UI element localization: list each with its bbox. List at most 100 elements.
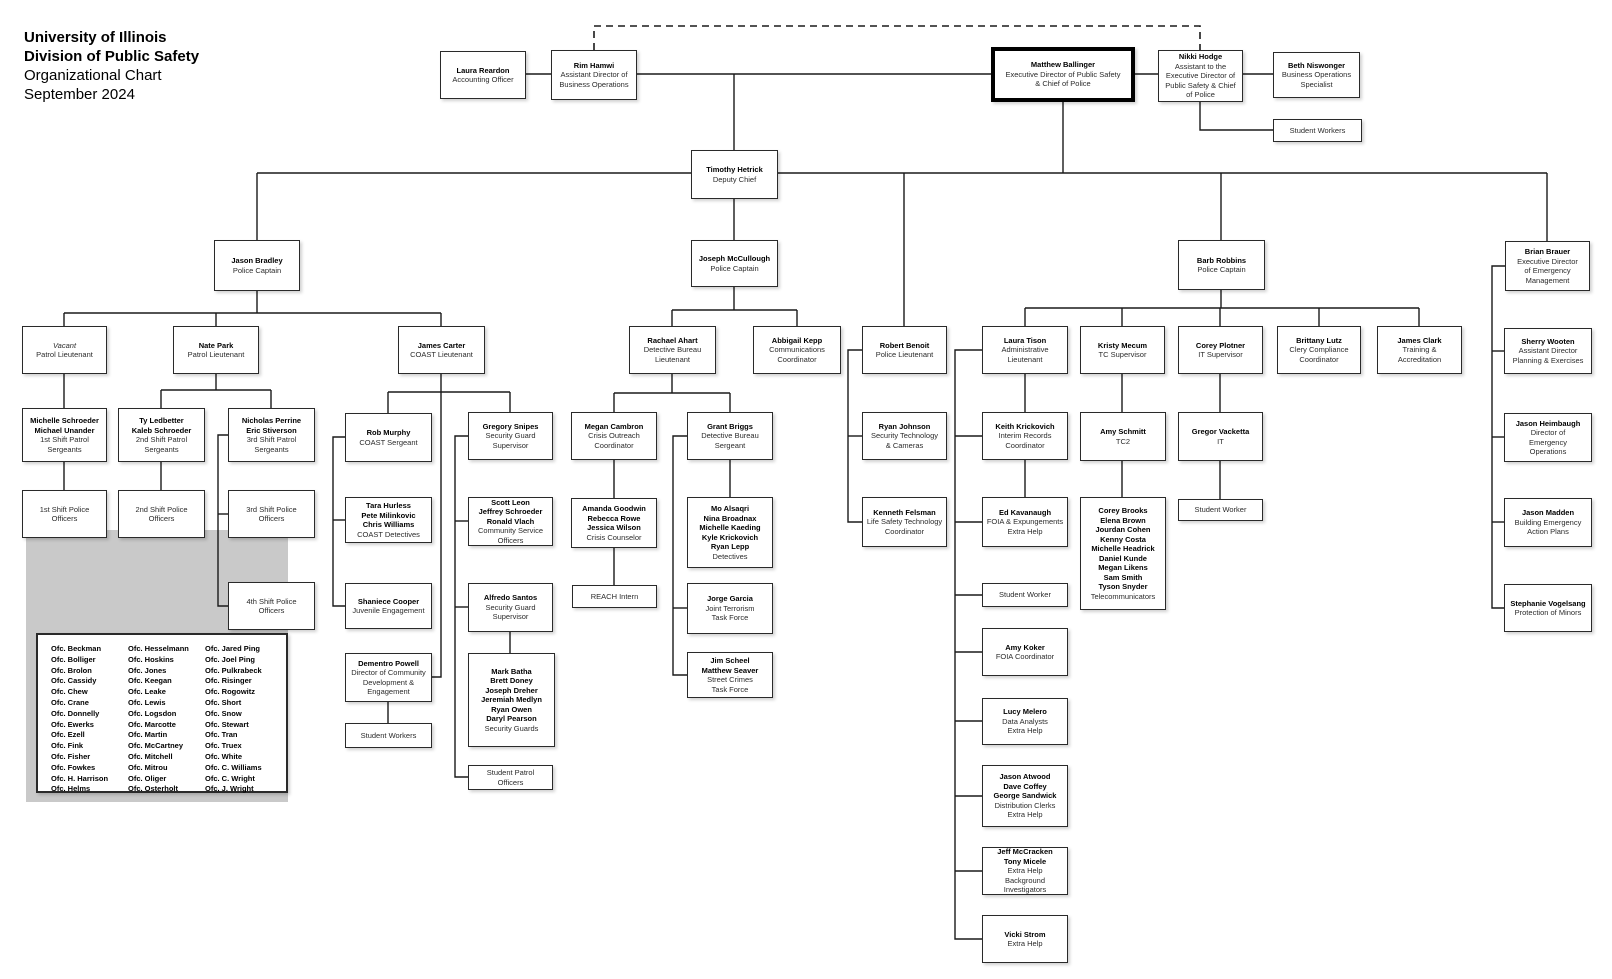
person-name: Nicholas Perrine [241, 416, 302, 425]
person-name: Keith Krickovich [995, 421, 1055, 431]
officer-name: Ofc. H. Harrison [51, 773, 109, 783]
person-name: Joseph Dreher [485, 685, 538, 695]
officer-name: Ofc. Truex [205, 741, 242, 751]
officer-name: Ofc. Oliger [128, 773, 167, 783]
role-title: Coordinator [1299, 354, 1339, 364]
role-title: Vacant [52, 340, 77, 350]
person-name: Mark Batha [491, 666, 532, 676]
role-title: of Emergency [1524, 266, 1571, 275]
person-name: Corey Brooks [1098, 506, 1148, 515]
person-name: Michael Unander [34, 425, 95, 435]
officer-name: Ofc. Helms [51, 784, 91, 794]
connector-line [672, 435, 687, 676]
officer-name: Ofc. Hesselmann [128, 644, 189, 653]
role-title: Interim Records [998, 431, 1052, 441]
officer-name: Ofc. Crane [51, 697, 89, 707]
role-title: Management [1525, 275, 1570, 285]
role-title: Coordinator [594, 440, 634, 450]
role-title: Building Emergency [1514, 517, 1582, 527]
person-name: Laura Tison [1003, 335, 1047, 345]
officer-name: Ofc. Snow [205, 708, 242, 718]
person-name: Amy Schmitt [1100, 427, 1146, 436]
role-title: Police Captain [232, 265, 282, 275]
officer-name: Ofc. Martin [128, 730, 168, 740]
role-title: Sergeants [144, 444, 179, 454]
org-node-student-worker-records: Student Worker [982, 583, 1068, 607]
person-name: James Carter [417, 340, 466, 350]
officer-name: Ofc. Marcotte [128, 719, 176, 729]
person-name: Rob Murphy [366, 428, 411, 437]
person-name: Eric Stiverson [246, 425, 297, 435]
division-name-line: Division of Public Safety [24, 48, 200, 65]
role-title: & Chief of Police [1035, 79, 1091, 89]
officer-name: Ofc. Risinger [205, 676, 252, 686]
officer-name: Ofc. Chew [51, 687, 88, 697]
officer-name: Ofc. Pulkrabeck [205, 665, 262, 675]
role-title: TC Supervisor [1098, 350, 1147, 359]
role-title: Sergeants [254, 444, 289, 454]
person-name: Corey Plotner [1195, 340, 1246, 350]
role-title: Crisis Counselor [586, 532, 642, 542]
person-name: Rim Hamwi [573, 60, 615, 70]
officer-name: Ofc. McCartney [128, 741, 184, 751]
chart-date-line: September 2024 [24, 86, 135, 103]
person-name: Jason Madden [1521, 508, 1575, 518]
person-name: Chris Williams [362, 520, 415, 529]
org-node-reach-intern: REACH Intern [572, 585, 657, 608]
person-name: Beth Niswonger [1287, 60, 1346, 70]
officer-name: Ofc. Ewerks [51, 719, 94, 729]
role-title: 3rd Shift Police [246, 504, 297, 514]
role-title: Deputy Chief [712, 174, 757, 184]
person-name: Jessica Wilson [587, 523, 641, 532]
person-name: Grant Briggs [707, 421, 753, 431]
role-title: Coordinator [1005, 440, 1045, 450]
role-title: Emergency [1529, 437, 1567, 447]
role-title: Assistant Director of [560, 70, 628, 80]
officer-name: Ofc. Jones [128, 665, 167, 675]
person-name: Jason Heimbaugh [1515, 418, 1581, 428]
officer-name: Ofc. Lewis [128, 697, 166, 707]
person-name: James Clark [1397, 335, 1442, 345]
person-name: Gregory Snipes [482, 421, 539, 431]
role-title: IT [1217, 436, 1224, 446]
person-name: Amy Koker [1005, 642, 1045, 652]
dashed-connector-line [593, 25, 1201, 51]
role-title: Officers [51, 514, 78, 523]
person-name: Ryan Owen [491, 704, 532, 714]
role-title: Executive Director of Public Safety [1005, 69, 1121, 79]
officer-name: Ofc. Fink [51, 741, 84, 751]
role-title: Accounting Officer [452, 75, 514, 84]
person-name: Timothy Hetrick [706, 165, 763, 174]
person-name: Elena Brown [1100, 515, 1146, 525]
role-title: Patrol Lieutenant [36, 350, 93, 359]
person-name: Shaniece Cooper [357, 596, 420, 606]
role-title: Task Force [711, 684, 749, 694]
role-title: Data Analysts [1002, 716, 1048, 726]
role-title: 2nd Shift Police [135, 504, 188, 514]
role-title: Student Workers [1289, 125, 1346, 135]
role-title: Development & [362, 677, 415, 687]
role-title: Officers [148, 514, 175, 523]
person-name: Mo Alsaqri [710, 504, 750, 513]
role-title: Security Guards [484, 723, 539, 733]
person-name: Barb Robbins [1196, 255, 1247, 265]
person-name: Jason Bradley [231, 256, 283, 265]
role-title: Security Technology [871, 431, 938, 441]
person-name: Alfredo Santos [483, 593, 538, 603]
role-title: Detectives [712, 551, 748, 561]
